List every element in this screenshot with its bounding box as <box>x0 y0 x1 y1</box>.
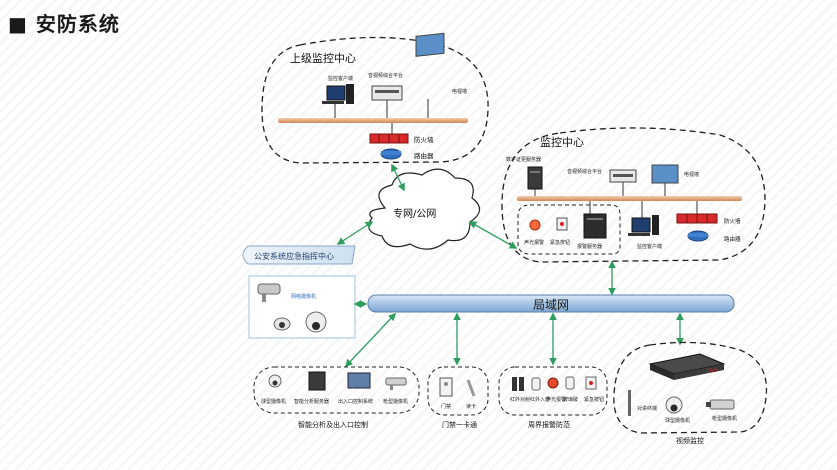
mc-platform-label: 音视频综合平台 <box>567 168 602 175</box>
dome-camera-icon <box>273 317 291 331</box>
sound-alarm-label: 声光报警 <box>524 239 544 246</box>
alarm-server-label: 报警服务器 <box>577 243 602 250</box>
mc-av-platform-icon <box>609 169 637 183</box>
upper-client-label: 监控客户端 <box>328 75 353 82</box>
video-item-label: 球型摄像机 <box>665 417 690 424</box>
firewall-icon <box>369 133 409 144</box>
mc-tv-wall-icon <box>651 164 679 184</box>
mc-router-label: 路由器 <box>724 235 741 243</box>
cloud-label: 专网/公网 <box>393 207 436 220</box>
tv-wall-icon <box>415 32 445 57</box>
alarm-server-icon <box>583 213 607 239</box>
speed-dome-camera-icon <box>305 311 327 333</box>
mc-backbone-bar <box>517 196 742 201</box>
upper-center-label: 上级监控中心 <box>290 51 356 65</box>
alarm-item-label: 玻璃破 <box>563 396 578 403</box>
intelligent-item-label: 智能分析服务器 <box>294 398 329 405</box>
intelligent-boundary <box>253 366 420 414</box>
lan-label: 局域网 <box>533 298 569 312</box>
storage-server-label: 数字证更服务器 <box>506 156 541 163</box>
mc-firewall-label: 防火墙 <box>724 217 741 225</box>
dvs-label: DVS <box>707 368 717 374</box>
upper-firewall-label: 防火墙 <box>414 135 434 144</box>
video-item-label: 枪型摄像机 <box>712 415 737 422</box>
upper-platform-label: 音视频综合平台 <box>368 72 403 79</box>
alarm-item-label: 声光报警 <box>546 396 566 403</box>
access-boundary <box>427 366 489 416</box>
alarm-item-label: 红外对射 <box>510 396 530 403</box>
page-title: ■ 安防系统 <box>8 12 120 36</box>
mc-client-label: 监控客户端 <box>637 243 662 250</box>
glass-break-icon <box>565 376 575 390</box>
monitor-center-group: 监控中心 数字证更服务器 音视频综合平台 电视墙 声光报警 紧急按钮 <box>501 127 766 263</box>
emergency-button-icon <box>556 217 568 231</box>
mc-wall-label: 电视墙 <box>684 171 699 178</box>
lan-backbone: 局域网 <box>367 294 735 313</box>
video-caption: 视频监控 <box>676 436 704 445</box>
intelligent-group: 球型摄像机 智能分析服务器 出入口控制系统 枪型摄像机 智能分析及出入口控制 <box>253 366 420 429</box>
access-control-group: 门禁 读卡 门禁一卡通 <box>427 366 489 429</box>
internet-cloud: 专网/公网 <box>368 168 481 250</box>
analysis-server-icon <box>308 371 326 391</box>
upper-router-label: 路由器 <box>414 151 434 160</box>
av-platform-icon <box>371 85 403 101</box>
cameras-box-label: 网络摄像机 <box>291 293 316 300</box>
alarm-item-label: 红外入侵 <box>530 396 550 403</box>
emergency-button-icon <box>585 376 597 390</box>
access-item-label: 门禁 <box>441 403 451 410</box>
alarm-caption: 周界报警防范 <box>528 420 570 429</box>
intelligent-item-label: 枪型摄像机 <box>383 398 408 405</box>
upper-backbone-bar <box>278 118 468 123</box>
alarm-boundary <box>498 366 608 416</box>
infrared-intrusion-icon <box>531 377 541 391</box>
router-icon <box>380 148 402 160</box>
access-control-system-icon <box>347 372 371 389</box>
mc-router-icon <box>687 230 709 242</box>
alarm-item-label: 紧急按钮 <box>584 396 604 403</box>
perimeter-alarm-group: 红外对射 红外入侵 声光报警 玻璃破 紧急按钮 周界报警防范 <box>498 366 608 429</box>
access-item-label: 读卡 <box>466 403 476 410</box>
intelligent-caption: 智能分析及出入口控制 <box>298 420 368 429</box>
police-command-center: 公安系统应急指挥中心 <box>242 245 356 265</box>
upper-center-group: 上级监控中心 监控客户端 音视频综合平台 电视墙 <box>261 32 489 164</box>
card-reader-icon <box>466 379 476 397</box>
storage-server-icon <box>527 166 543 190</box>
gun-camera-icon <box>385 377 407 390</box>
mc-firewall-icon <box>676 213 718 224</box>
monitor-client-icon <box>322 84 354 104</box>
intelligent-item-label: 出入口控制系统 <box>338 398 373 405</box>
upper-wall-label: 电视墙 <box>452 88 467 95</box>
alarm-subgroup-boundary <box>517 204 621 255</box>
dome-camera-icon <box>268 374 282 388</box>
gun-camera-icon <box>706 399 735 410</box>
door-lock-icon <box>439 377 453 397</box>
sound-light-alarm-icon <box>529 219 541 231</box>
sound-light-alarm-icon <box>547 377 559 389</box>
monitor-center-label: 监控中心 <box>540 135 584 149</box>
network-cameras-group: 网络摄像机 <box>248 275 356 339</box>
intercom-terminal-icon <box>628 390 631 416</box>
intelligent-item-label: 球型摄像机 <box>261 398 286 405</box>
emergency-button-label: 紧急按钮 <box>550 239 570 246</box>
infrared-beam-icon <box>512 377 524 391</box>
video-surveillance-group: DVS 对讲终端 球型摄像机 枪型摄像机 视频监控 <box>613 341 768 445</box>
video-boundary <box>613 341 768 434</box>
video-item-label: 对讲终端 <box>637 405 657 412</box>
bullet-camera-icon <box>257 283 281 302</box>
monitor-center-boundary <box>501 127 766 263</box>
speed-dome-camera-icon <box>665 396 683 414</box>
connection-lines <box>336 163 684 368</box>
dvs-icon <box>648 353 726 380</box>
upper-center-boundary <box>261 36 489 164</box>
access-caption: 门禁一卡通 <box>442 420 477 429</box>
mc-client-icon <box>628 215 659 236</box>
police-label: 公安系统应急指挥中心 <box>254 251 334 261</box>
